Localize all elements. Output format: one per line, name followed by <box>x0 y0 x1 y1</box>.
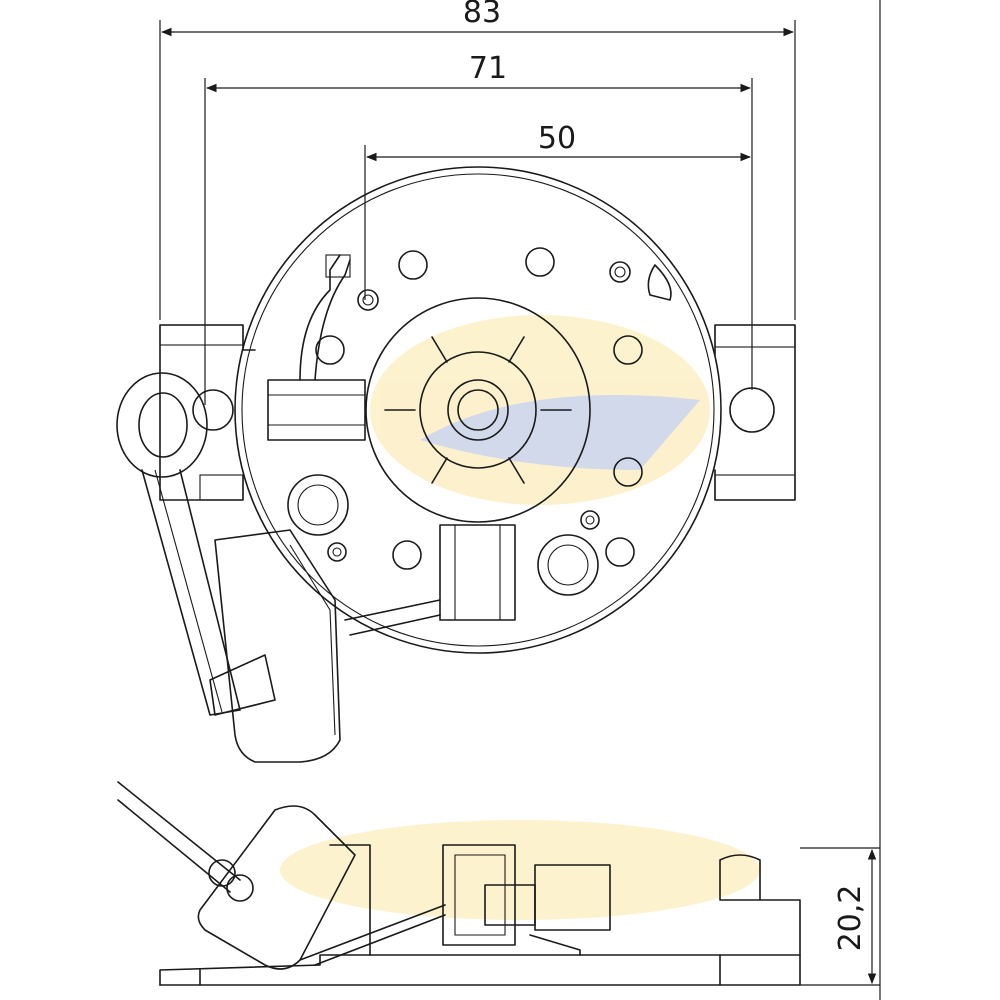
dim-label-83: 83 <box>463 0 501 30</box>
brush-holder-left <box>267 379 366 441</box>
collector-disc <box>365 297 591 523</box>
side-view <box>117 781 801 986</box>
dimension-lines: 83 71 50 20,2 <box>159 0 881 1000</box>
ring-terminal <box>116 372 208 478</box>
dim-label-71: 71 <box>469 51 507 86</box>
left-mount-hole <box>192 389 234 431</box>
regulator-body <box>214 529 341 763</box>
watermark-logo <box>280 315 760 920</box>
brush-holder-bottom <box>439 524 516 621</box>
side-brush-holder <box>442 844 516 946</box>
right-mount-hole <box>729 387 775 433</box>
right-mount-ear <box>714 324 796 501</box>
side-cable <box>117 781 241 893</box>
left-mount-ear <box>159 324 256 501</box>
spring-left <box>287 474 349 536</box>
top-view <box>159 166 796 654</box>
dim-label-50: 50 <box>538 121 576 156</box>
side-regulator-body <box>197 805 356 970</box>
dim-label-20-2: 20,2 <box>833 885 868 952</box>
terminal-assembly <box>116 372 341 763</box>
spring-right <box>537 534 599 596</box>
